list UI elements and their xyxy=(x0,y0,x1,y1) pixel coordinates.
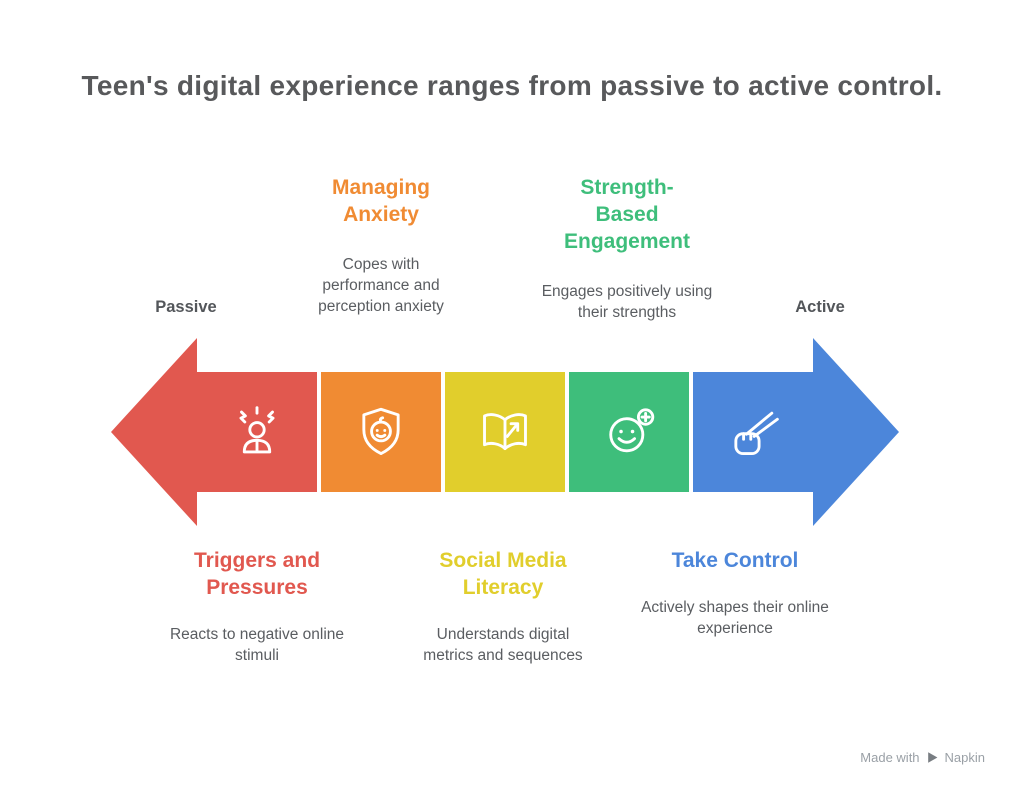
arrow-body xyxy=(197,372,813,492)
stage-square-managing-anxiety xyxy=(321,372,441,492)
stage-description: Copes with performance and perception an… xyxy=(318,256,444,315)
arrow-right-head xyxy=(813,338,899,526)
stage-square-triggers-and-pressures xyxy=(197,372,317,492)
endpoint-label-active: Active xyxy=(795,298,845,316)
stage-label-managing-anxiety: Managing Anxiety Copes with performance … xyxy=(271,174,491,317)
stage-square-strength-based-engagement xyxy=(569,372,689,492)
page-title: Teen's digital experience ranges from pa… xyxy=(81,70,943,101)
napkin-logo-icon xyxy=(926,751,939,764)
stage-label-strength-based-engagement: Strength-Based Engagement Engages positi… xyxy=(517,174,737,323)
stage-square-take-control xyxy=(693,372,813,492)
smiley-plus-icon xyxy=(609,408,655,453)
stage-name: Managing Anxiety xyxy=(332,176,430,226)
stage-name: Take Control xyxy=(671,549,799,572)
stage-square-social-media-literacy xyxy=(445,372,565,492)
stage-description: Engages positively using their strengths xyxy=(541,283,713,321)
stressed-person-icon xyxy=(239,406,275,454)
stage-description: Actively shapes their online experience xyxy=(641,599,829,637)
endpoint-label-passive: Passive xyxy=(155,298,217,316)
stage-label-triggers-and-pressures: Triggers and Pressures Reacts to negativ… xyxy=(147,547,367,666)
shield-baby-face-icon xyxy=(362,407,400,456)
hand-holding-sticks-icon xyxy=(734,411,779,456)
stage-label-take-control: Take Control Actively shapes their onlin… xyxy=(625,547,845,639)
arrow-left-head xyxy=(111,338,197,526)
watermark-made-with-label: Made with xyxy=(860,750,920,765)
watermark[interactable]: Made with Napkin xyxy=(860,750,985,765)
stage-label-social-media-literacy: Social Media Literacy Understands digita… xyxy=(393,547,613,666)
stage-name: Triggers and Pressures xyxy=(193,549,321,599)
watermark-brand-label: Napkin xyxy=(944,750,985,765)
stage-name: Social Media Literacy xyxy=(439,549,567,599)
open-book-trend-arrow-icon xyxy=(483,413,527,451)
stage-description: Reacts to negative online stimuli xyxy=(169,626,345,664)
stage-name: Strength-Based Engagement xyxy=(563,176,691,253)
stage-description: Understands digital metrics and sequence… xyxy=(423,626,583,664)
